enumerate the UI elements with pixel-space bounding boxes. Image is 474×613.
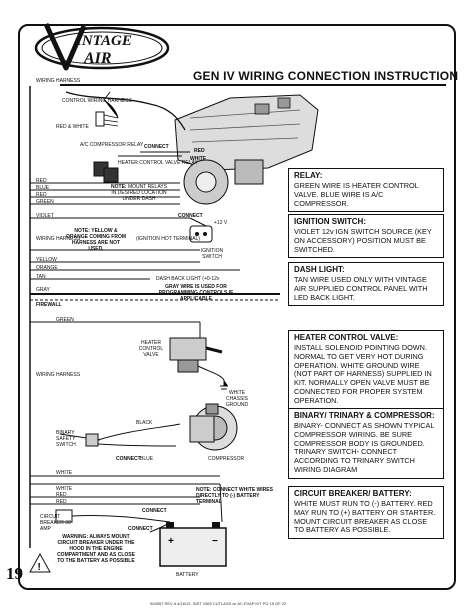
label-red-2: RED (36, 192, 47, 198)
label-connect-blue: CONNECT (116, 456, 141, 462)
label-wiring-harness-low: WIRING HARNESS (36, 372, 81, 378)
heater-control-valve-info-title: HEATER CONTROL VALVE: (294, 333, 399, 342)
label-gray: GRAY (36, 287, 50, 293)
svg-text:AIR: AIR (83, 50, 112, 67)
svg-text:−: − (212, 536, 218, 547)
label-connect-top: CONNECT (144, 144, 169, 150)
mount-relays-note: NOTE: MOUNT RELAYS IN DESIRED LOCATION U… (111, 184, 167, 202)
svg-text:!: ! (38, 562, 41, 573)
label-circuit-breaker: CIRCUIT BREAKER 30 AMP (40, 514, 71, 532)
label-white-chassis-ground: WHITE CHASSIS GROUND (225, 390, 249, 408)
label-violet: VIOLET (36, 213, 54, 219)
binary-compressor-info-title: BINARY/ TRINARY & COMPRESSOR: (294, 411, 435, 420)
label-plus-12v: +12 V (214, 220, 228, 226)
page-border (18, 24, 456, 590)
dash-light-info-title: DASH LIGHT: (294, 265, 345, 274)
vintage-air-logo: INTAGE AIR (34, 22, 170, 71)
label-red: RED (36, 178, 47, 184)
compressor-drawing (189, 403, 238, 451)
label-heater-control-valve-relay: HEATER CONTROL VALVE RELAY (118, 160, 198, 166)
binary-compressor-info-body: BINARY- CONNECT AS SHOWN TYPICAL COMPRES… (294, 421, 435, 474)
ignition-switch-info-box: IGNITION SWITCH: VIOLET 12v IGN SWITCH S… (288, 214, 444, 259)
svg-text:+: + (168, 536, 174, 547)
evaporator-unit-drawing (174, 94, 319, 205)
label-tan: TAN (36, 274, 46, 280)
label-control-wiring-harness: CONTROL WIRING HARNESS (62, 98, 132, 104)
label-wiring-harness-top: WIRING HARNESS (36, 78, 81, 84)
label-heater-control-valve: HEATER CONTROL VALVE (138, 340, 164, 358)
circuit-breaker-info-body: WHITE MUST RUN TO (-) BATTERY. RED MAY R… (294, 499, 436, 535)
label-red-lower: RED (56, 492, 67, 498)
label-ac-compressor-relay: A/C COMPRESSOR RELAY (80, 142, 144, 148)
battery-drawing: + − (159, 522, 227, 567)
footer-text: 904557 REV A 4/16/12, INST 1969 CUTLASS … (150, 601, 287, 606)
label-green: GREEN (36, 199, 54, 205)
gray-wire-note: GRAY WIRE IS USED FOR PROGRAMMING CONTRO… (158, 284, 234, 302)
label-dash-back-light: DASH BACK LIGHT (+0-12v (156, 276, 220, 282)
page-number: 19 (6, 564, 23, 583)
label-battery: BATTERY (176, 572, 199, 578)
label-connect-batt-2: CONNECT (128, 526, 153, 532)
label-blue: BLUE (36, 185, 50, 191)
label-green-lower: GREEN (56, 317, 74, 323)
circuit-breaker-info-title: CIRCUIT BREAKER/ BATTERY: (294, 489, 412, 498)
relay-info-box: RELAY: GREEN WIRE IS HEATER CONTROL VALV… (288, 168, 444, 213)
label-binary-safety-switch: BINARY SAFETY SWITCH (56, 430, 76, 448)
label-yellow: YELLOW (36, 257, 57, 263)
ignition-switch-info-body: VIOLET 12v IGN SWITCH SOURCE (KEY ON ACC… (294, 227, 432, 254)
yellow-orange-note: NOTE: YELLOW & ORANGE COMING FROM HARNES… (66, 228, 126, 252)
circuit-breaker-info-box: CIRCUIT BREAKER/ BATTERY: WHITE MUST RUN… (288, 486, 444, 540)
label-red-white: RED & WHITE (56, 124, 89, 130)
label-wiring-harness-mid: WIRING HARNESS (36, 236, 81, 242)
dash-light-info-body: TAN WIRE USED ONLY WITH VINTAGE AIR SUPP… (294, 275, 428, 302)
heater-control-valve-info-body: INSTALL SOLENOID POINTING DOWN. NORMAL T… (294, 343, 432, 405)
label-connect-batt-1: CONNECT (142, 508, 167, 514)
page-title: GEN IV WIRING CONNECTION INSTRUCTION (193, 69, 459, 83)
label-ignition-switch: IGNITION SWITCH (200, 248, 224, 260)
heater-control-valve-info-box: HEATER CONTROL VALVE: INSTALL SOLENOID P… (288, 330, 444, 410)
title-underline (60, 84, 446, 86)
label-compressor: COMPRESSOR (208, 456, 245, 462)
dash-light-info-box: DASH LIGHT: TAN WIRE USED ONLY WITH VINT… (288, 262, 444, 307)
label-connect-white: WHITE (190, 156, 207, 162)
label-firewall: FIREWALL (36, 302, 62, 308)
label-white-1: WHITE (56, 470, 73, 476)
relay-info-body: GREEN WIRE IS HEATER CONTROL VALVE. BLUE… (294, 181, 419, 208)
connect-white-note: NOTE: CONNECT WHITE WIRES DIRECTLY TO (-… (196, 487, 273, 505)
label-white-2: WHITE (56, 486, 73, 492)
relay-info-title: RELAY: (294, 171, 323, 180)
label-blue-lower: BLUE (140, 456, 154, 462)
binary-compressor-info-box: BINARY/ TRINARY & COMPRESSOR: BINARY- CO… (288, 408, 444, 479)
label-ignition-hot-terminal: (IGNITION HOT TERMINAL) (136, 236, 200, 242)
label-connect-12v: CONNECT (178, 213, 203, 219)
svg-text:INTAGE: INTAGE (75, 33, 132, 49)
label-black: BLACK (136, 420, 153, 426)
ignition-switch-info-title: IGNITION SWITCH: (294, 217, 366, 226)
warning-note: WARNING: ALWAYS MOUNT CIRCUIT BREAKER UN… (57, 534, 135, 564)
label-connect-red: RED (194, 148, 205, 154)
label-orange: ORANGE (36, 265, 58, 271)
label-red-lower-2: RED (56, 499, 67, 505)
